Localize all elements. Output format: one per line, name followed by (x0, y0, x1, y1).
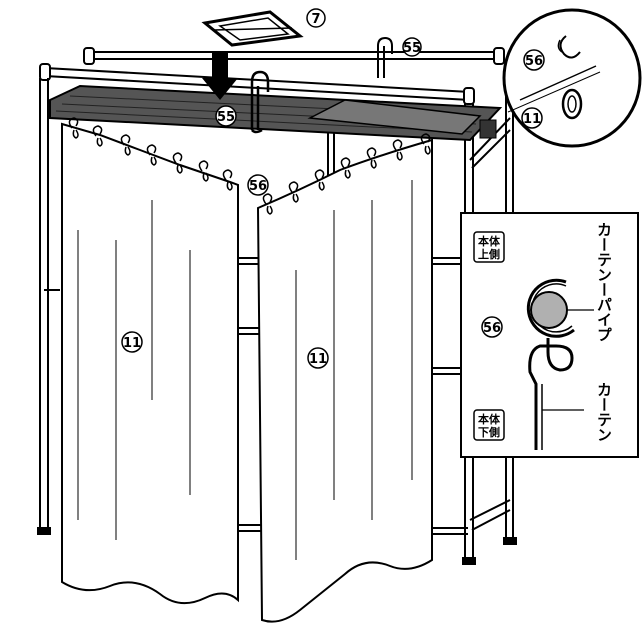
bottom-tag-line2: 下側 (478, 425, 500, 439)
part-11-badge-right (307, 347, 329, 369)
top-shelf (49, 84, 503, 142)
bottom-side-tag (473, 409, 505, 441)
top-tag-line2: 上側 (478, 247, 500, 261)
top-tag-line1: 本体 (478, 234, 501, 248)
part-55-label-front: 55 (217, 110, 235, 125)
right-curtain (256, 133, 433, 623)
curtain-label: カーテン (595, 382, 613, 442)
curtain-pipe-label: カーテンーパイプ (595, 222, 613, 342)
bottom-tag-line1: 本体 (478, 412, 501, 426)
part-55-hook-top (377, 36, 393, 78)
part-56-label-main: 56 (249, 179, 267, 194)
part-11-badge-left (121, 331, 143, 353)
part-56-badge-main (247, 174, 269, 196)
part-11-label-right: 11 (309, 352, 327, 367)
part-56-badge-detail (481, 316, 503, 338)
part-7-badge (306, 8, 326, 28)
part-55-label-top: 55 (403, 41, 421, 56)
part-11-label-left: 11 (123, 336, 141, 351)
part-11-badge-zoom (521, 107, 543, 129)
part-56-label-zoom: 56 (525, 54, 543, 69)
top-side-tag (473, 231, 505, 263)
left-curtain (61, 117, 239, 605)
part-7-label: 7 (311, 12, 320, 27)
part-55-badge-front (215, 105, 237, 127)
part-56-label-detail: 56 (483, 321, 501, 336)
part-7-frame (201, 10, 304, 47)
part-56-badge-zoom (523, 49, 545, 71)
part-55-hook-front (250, 70, 270, 134)
down-arrow-icon (202, 52, 238, 100)
part-11-label-zoom: 11 (523, 112, 541, 127)
part-55-badge-top (402, 37, 422, 57)
